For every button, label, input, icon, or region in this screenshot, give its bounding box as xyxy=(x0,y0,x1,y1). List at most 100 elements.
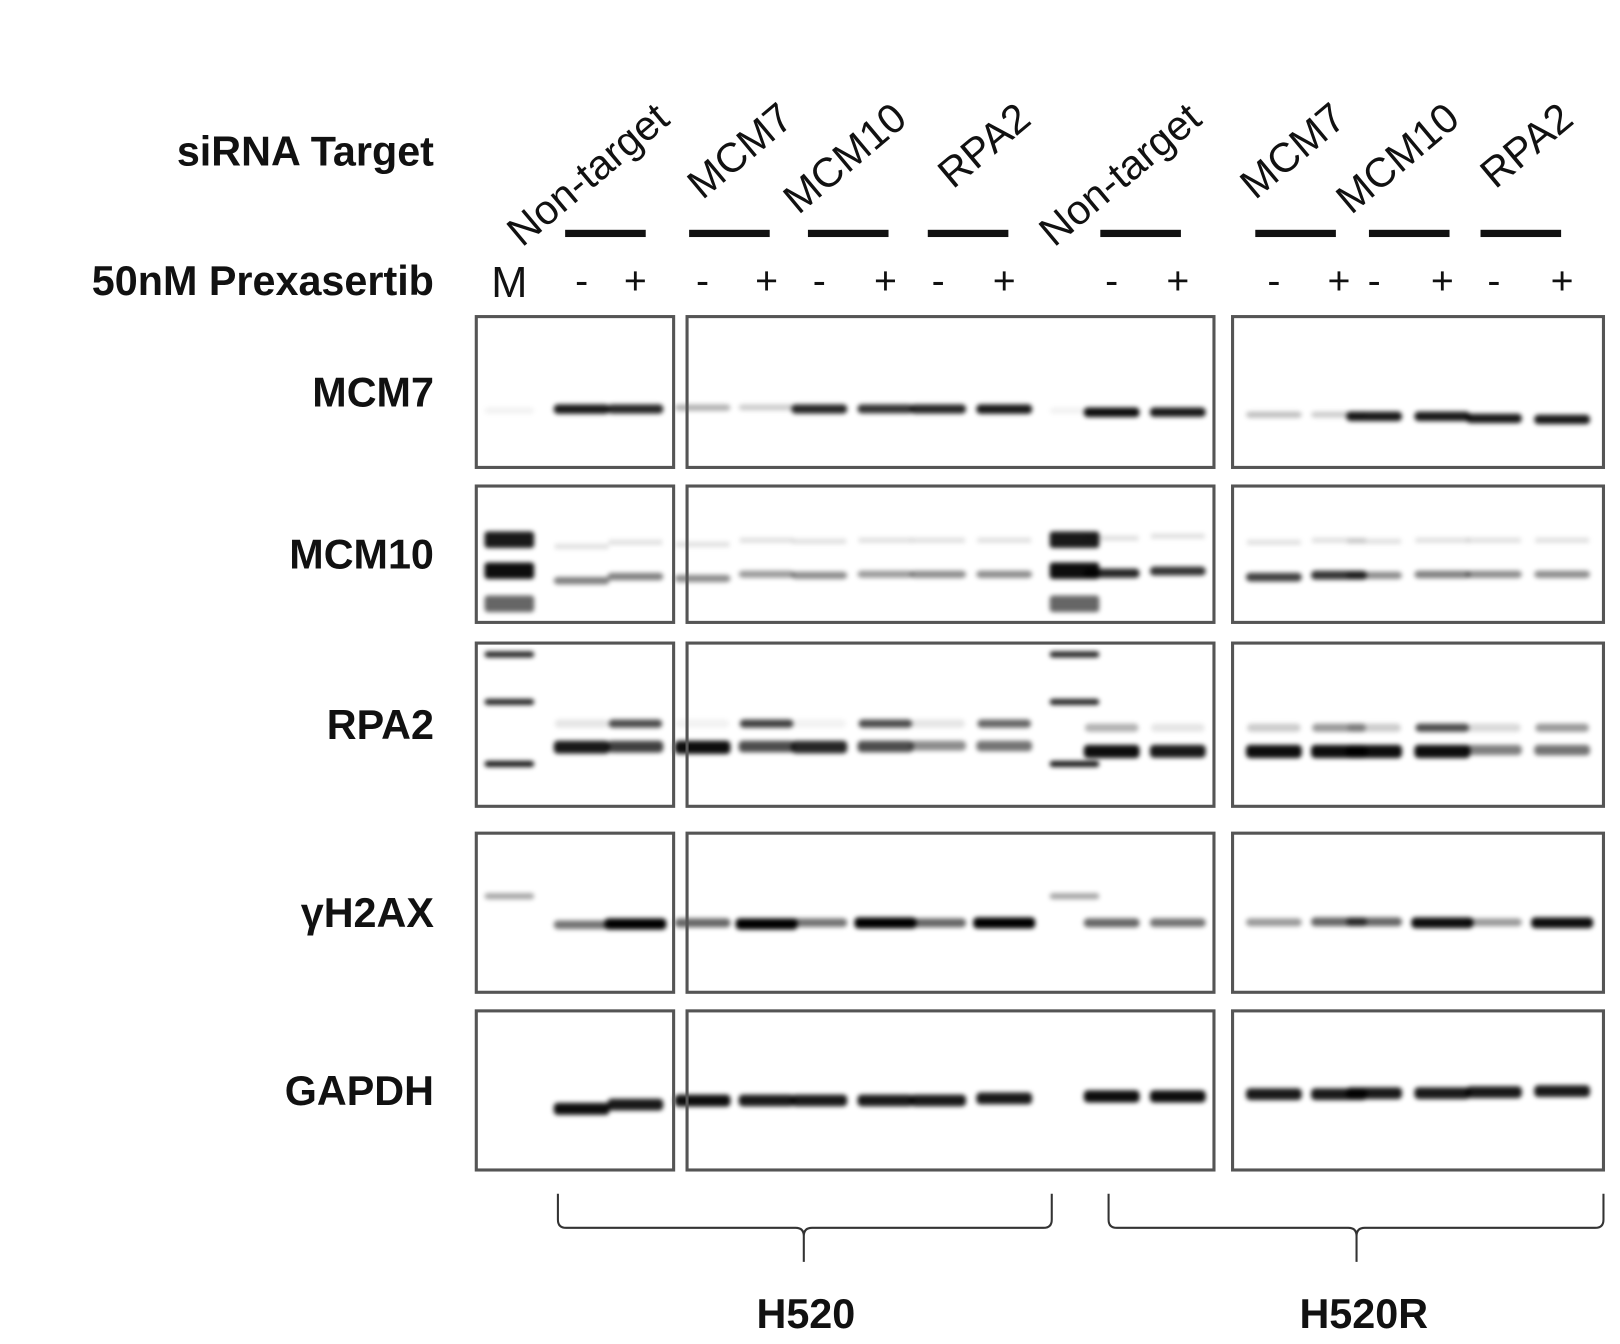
protein-band xyxy=(1149,1090,1206,1103)
protein-band xyxy=(607,572,664,581)
marker-band xyxy=(1049,595,1100,613)
protein-band xyxy=(910,918,967,928)
faint-band xyxy=(554,543,609,550)
protein-band xyxy=(857,740,914,753)
marker-band xyxy=(484,562,535,580)
blot-panel-frame xyxy=(1231,484,1606,624)
protein-band xyxy=(674,1094,731,1107)
protein-band xyxy=(791,740,848,754)
protein-band xyxy=(738,1094,795,1107)
faint-band xyxy=(1150,533,1205,539)
protein-label: γH2AX xyxy=(301,890,435,936)
protein-band xyxy=(553,576,610,585)
faint-band xyxy=(1415,537,1470,543)
faint-band xyxy=(1467,537,1521,543)
protein-band xyxy=(1531,917,1594,929)
untreated-mark: - xyxy=(1487,259,1500,303)
protein-band xyxy=(1414,1087,1471,1100)
protein-band xyxy=(1414,570,1471,579)
target-group-line xyxy=(1255,229,1336,238)
blot-panel-frame xyxy=(474,831,676,994)
target-label: MCM10 xyxy=(1327,94,1467,222)
protein-band xyxy=(791,404,848,414)
cell-line-brace xyxy=(1107,1193,1605,1262)
phospho-band xyxy=(739,719,794,728)
untreated-mark: - xyxy=(575,259,588,303)
protein-band xyxy=(976,404,1033,414)
phospho-band xyxy=(858,719,913,728)
protein-band xyxy=(791,571,848,579)
protein-band xyxy=(674,918,731,928)
protein-band xyxy=(857,1094,914,1107)
protein-band xyxy=(1346,1087,1403,1100)
faint-band xyxy=(675,541,730,547)
untreated-mark: - xyxy=(1105,259,1118,303)
target-label: RPA2 xyxy=(1471,94,1581,197)
protein-band xyxy=(674,404,731,411)
cell-line-brace xyxy=(556,1193,1053,1262)
phospho-band xyxy=(554,719,609,728)
protein-band xyxy=(1534,744,1591,756)
phospho-band xyxy=(977,719,1032,728)
target-group-line xyxy=(565,229,646,238)
protein-band xyxy=(553,740,610,754)
phospho-band xyxy=(1467,723,1521,732)
phospho-band xyxy=(911,719,965,728)
protein-band xyxy=(1245,1088,1302,1101)
protein-band xyxy=(1534,570,1591,578)
target-label: RPA2 xyxy=(929,94,1039,197)
blot-panel-frame xyxy=(474,641,676,808)
phospho-band xyxy=(1150,723,1205,732)
protein-band xyxy=(1346,571,1403,579)
protein-band xyxy=(674,740,731,755)
protein-band xyxy=(607,740,664,753)
treated-mark: + xyxy=(993,259,1016,303)
protein-band xyxy=(857,404,914,414)
cell-line-label: H520R xyxy=(1299,1291,1428,1337)
blot-panel-frame xyxy=(685,1009,1216,1172)
marker-band xyxy=(1049,562,1100,580)
target-group-line xyxy=(807,229,889,238)
protein-band xyxy=(1466,918,1522,927)
marker-band xyxy=(484,651,535,658)
protein-band xyxy=(1083,1090,1140,1103)
phospho-band xyxy=(1084,723,1139,732)
untreated-mark: - xyxy=(696,259,709,303)
treated-mark: + xyxy=(874,259,897,303)
faint-band xyxy=(1312,537,1366,543)
treated-mark: + xyxy=(755,259,778,303)
phospho-band xyxy=(792,719,847,728)
protein-band xyxy=(1466,413,1522,424)
protein-band xyxy=(857,570,914,578)
protein-band xyxy=(1245,572,1302,582)
blot-panel-frame xyxy=(685,315,1216,469)
protein-band xyxy=(674,574,731,583)
protein-band xyxy=(553,920,610,930)
faint-band xyxy=(858,537,913,543)
protein-band xyxy=(910,404,967,414)
marker-band xyxy=(484,531,535,549)
phospho-band xyxy=(1347,723,1401,732)
protein-band xyxy=(1149,744,1206,758)
target-group-line xyxy=(1368,229,1450,238)
faint-band xyxy=(977,537,1032,543)
target-group-line xyxy=(1480,229,1562,238)
treated-mark: + xyxy=(1166,259,1189,303)
phospho-band xyxy=(1247,723,1301,732)
protein-band xyxy=(976,740,1033,752)
marker-band xyxy=(1049,760,1100,768)
protein-band xyxy=(910,1094,967,1107)
marker-label: M xyxy=(491,259,527,307)
treated-mark: + xyxy=(1431,259,1454,303)
untreated-mark: - xyxy=(1368,259,1381,303)
marker-band xyxy=(484,595,535,613)
marker-band xyxy=(1049,893,1100,900)
protein-band xyxy=(1534,414,1591,425)
untreated-mark: - xyxy=(1267,259,1280,303)
marker-band xyxy=(484,698,535,706)
protein-band xyxy=(604,918,667,930)
protein-label: RPA2 xyxy=(327,702,434,748)
protein-band xyxy=(791,1094,848,1107)
protein-band xyxy=(607,404,664,414)
